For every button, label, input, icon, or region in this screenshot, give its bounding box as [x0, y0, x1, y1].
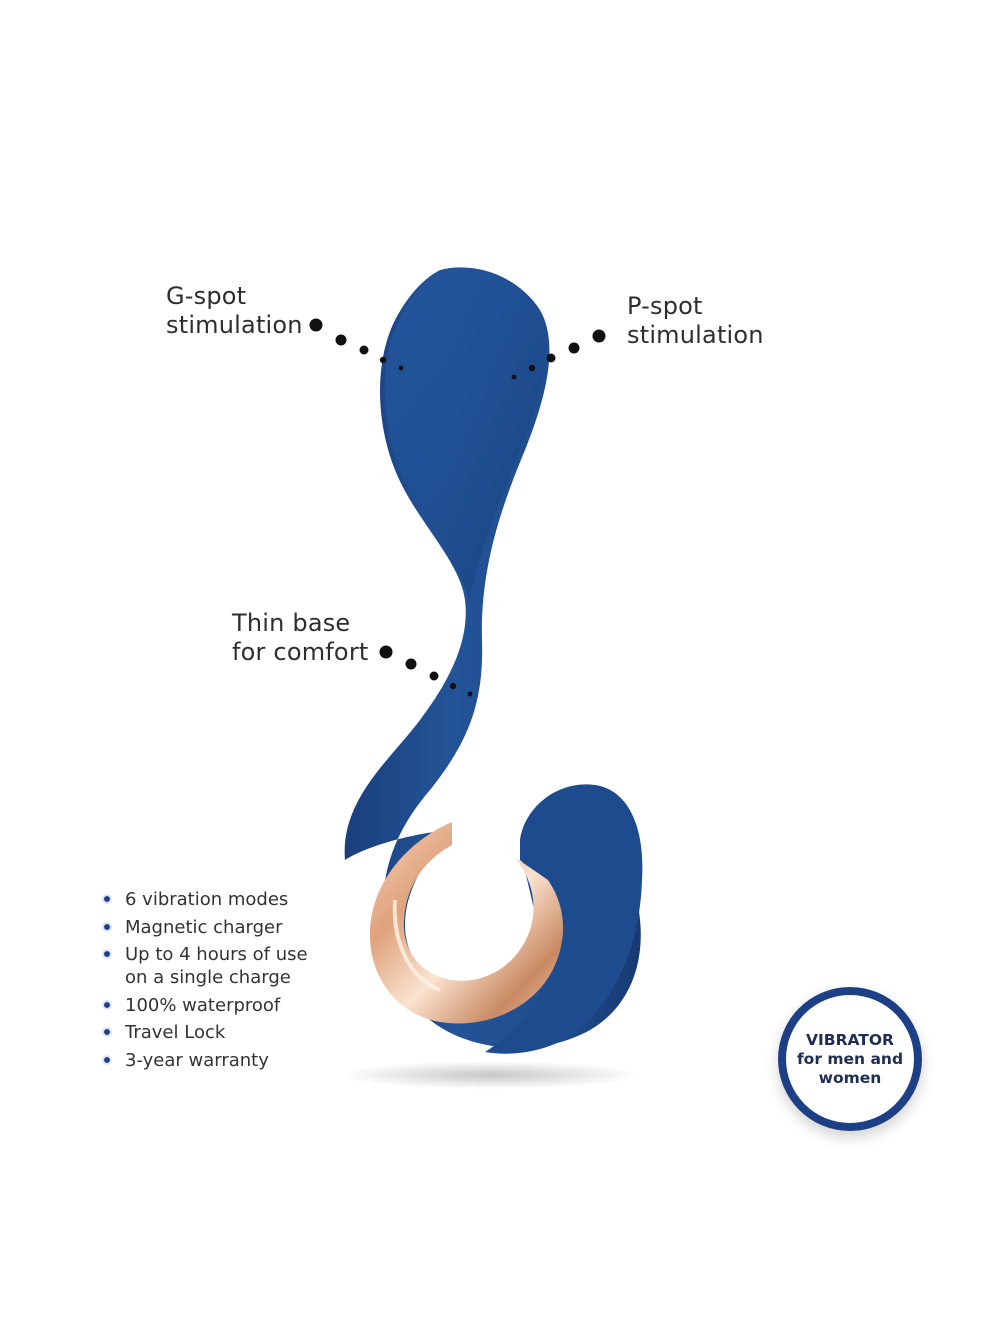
bullet-icon: [102, 894, 112, 904]
feature-text: 6 vibration modes: [125, 889, 289, 910]
bullet-icon: [102, 1027, 112, 1037]
bullet-icon: [102, 949, 112, 959]
feature-text: Magnetic charger: [125, 916, 283, 938]
feature-list: 6 vibration modes Magnetic charger Up to…: [100, 888, 308, 1076]
badge-label: VIBRATOR for men and women: [786, 995, 914, 1123]
callout-pspot-line-2: stimulation: [627, 321, 764, 349]
bullet-icon: [102, 921, 112, 932]
callout-gspot-line-1: G-spot: [166, 282, 247, 310]
ring-shine: [392, 899, 441, 992]
bullet-icon: [102, 1054, 112, 1065]
list-item: Travel Lock: [100, 1021, 308, 1044]
callout-thin-base-line-2: for comfort: [232, 638, 369, 666]
badge-line-2: for men and: [796, 1049, 904, 1068]
clitoral-arm: [485, 784, 643, 1054]
callout-gspot: G-spot stimulation: [166, 282, 303, 340]
callout-pspot-line-1: P-spot: [627, 292, 703, 320]
feature-text: Travel Lock: [125, 1022, 226, 1043]
bullet-icon: [102, 999, 112, 1010]
vibrator-badge: VIBRATOR for men and women: [778, 987, 922, 1131]
list-item: Up to 4 hours of use on a single charge: [100, 943, 308, 989]
floor-shadow: [340, 1061, 640, 1089]
feature-text: 100% waterproof: [125, 994, 281, 1016]
badge-line-1: VIBRATOR: [806, 1030, 894, 1049]
callout-pspot: P-spot stimulation: [627, 292, 764, 350]
callout-thin-base-line-1: Thin base: [232, 609, 351, 637]
list-item: 6 vibration modes: [100, 888, 308, 911]
callout-gspot-line-2: stimulation: [166, 311, 303, 339]
list-item: 3-year warranty: [100, 1049, 308, 1072]
connector-dots: [309, 318, 606, 697]
feature-text: Up to 4 hours of use: [125, 944, 308, 965]
list-item: Magnetic charger: [100, 916, 308, 939]
feature-text: on a single charge: [125, 967, 291, 988]
list-item: 100% waterproof: [100, 994, 308, 1017]
head-highlight: [384, 269, 545, 600]
feature-text: 3-year warranty: [125, 1049, 269, 1071]
callout-thin-base: Thin base for comfort: [232, 609, 369, 667]
badge-line-3: women: [818, 1068, 882, 1087]
